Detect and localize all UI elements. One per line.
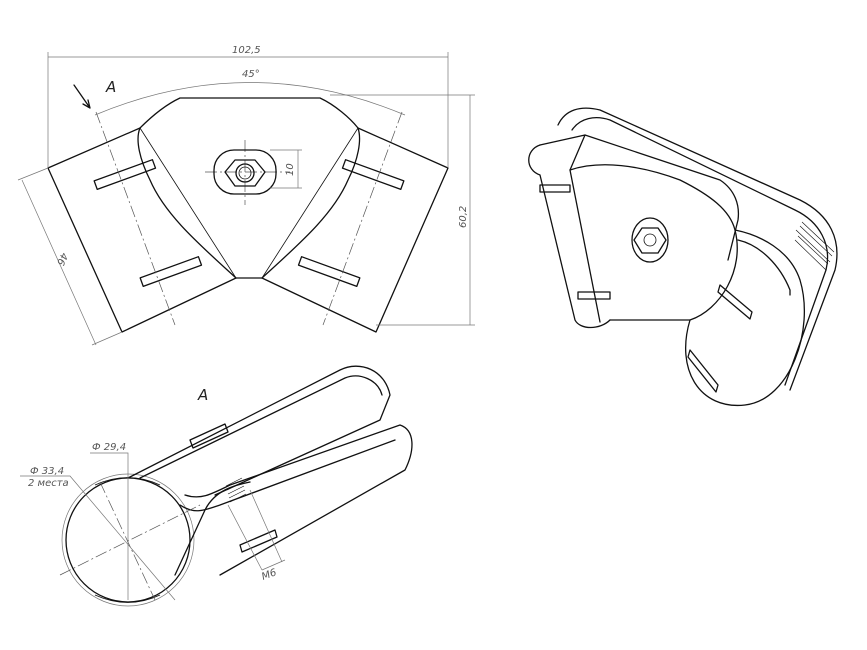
dim-height: 60,2 xyxy=(458,206,469,228)
clamp-plate xyxy=(569,164,738,321)
slot xyxy=(297,256,361,288)
top-view-outline xyxy=(47,97,449,333)
body-edge xyxy=(179,439,396,512)
dim-slot-line xyxy=(270,149,302,189)
bend-line xyxy=(139,127,359,279)
dia-outer-leader xyxy=(20,475,176,601)
nut-icon xyxy=(631,217,669,263)
dim-angle: 45° xyxy=(242,69,260,80)
clamp-edge xyxy=(557,107,838,391)
top-view: 102,5 45° 60,2 10 46 A xyxy=(17,45,475,346)
centerlines xyxy=(95,111,403,326)
clamp-edge xyxy=(539,134,601,323)
body-edge xyxy=(174,481,251,576)
dia-inner-leader xyxy=(90,452,129,600)
slots xyxy=(539,184,611,300)
body-edge xyxy=(184,424,413,576)
slots xyxy=(93,159,405,288)
slot xyxy=(93,159,157,191)
dim-angle-arc xyxy=(94,82,406,116)
slots xyxy=(687,284,753,393)
section-view: A Ф 29,4 Ф 33,4 2 места M6 xyxy=(20,365,413,607)
isometric-view xyxy=(528,107,838,407)
clamp-tube xyxy=(685,229,805,407)
view-arrow-icon xyxy=(73,84,91,109)
clamp-edge xyxy=(571,117,829,386)
dia-outer-note: 2 места xyxy=(28,478,69,489)
body-edge xyxy=(127,365,391,496)
dim-side-line xyxy=(17,167,123,346)
center-plate xyxy=(137,127,361,279)
thread-dim-line xyxy=(227,489,286,571)
body-edge xyxy=(139,375,383,479)
clamp-edge xyxy=(737,239,791,296)
dim-height-line xyxy=(330,94,475,326)
thread-label: M6 xyxy=(260,567,278,582)
section-title: A xyxy=(197,386,208,404)
view-marker: A xyxy=(105,78,116,96)
slot xyxy=(139,256,203,288)
dim-width: 102,5 xyxy=(232,45,261,56)
slot xyxy=(341,159,405,191)
centerlines xyxy=(59,481,201,601)
clamp-edge xyxy=(528,144,611,329)
thread-icon xyxy=(225,477,247,503)
thread-icon xyxy=(794,221,835,271)
clamp-edge xyxy=(584,134,740,261)
dia-outer-label: Ф 33,4 xyxy=(30,466,64,477)
tube-knurl xyxy=(94,477,161,603)
dim-side: 46 xyxy=(54,251,69,267)
dia-inner-label: Ф 29,4 xyxy=(92,442,126,453)
slots xyxy=(189,423,278,553)
nut-icon xyxy=(213,149,277,195)
dim-width-line xyxy=(47,52,449,168)
dim-slot: 10 xyxy=(285,163,296,176)
